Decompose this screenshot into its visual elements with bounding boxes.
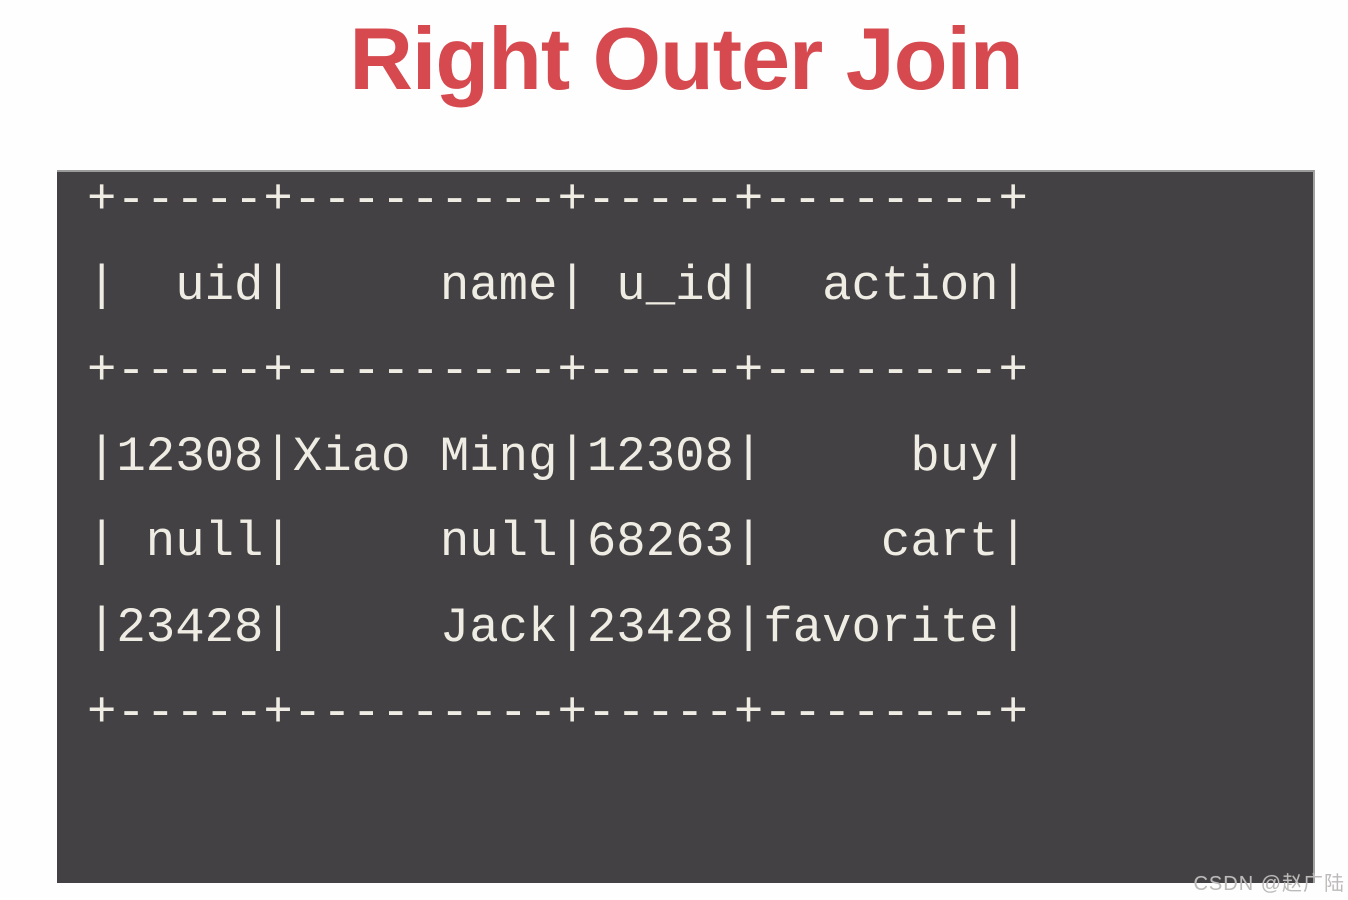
terminal-output-panel: +-----+---------+-----+--------+ | uid| … (57, 170, 1315, 883)
page-title: Right Outer Join (349, 9, 1023, 108)
watermark: CSDN @赵广陆 (1193, 873, 1345, 895)
join-result-table-ascii: +-----+---------+-----+--------+ | uid| … (87, 172, 1028, 741)
